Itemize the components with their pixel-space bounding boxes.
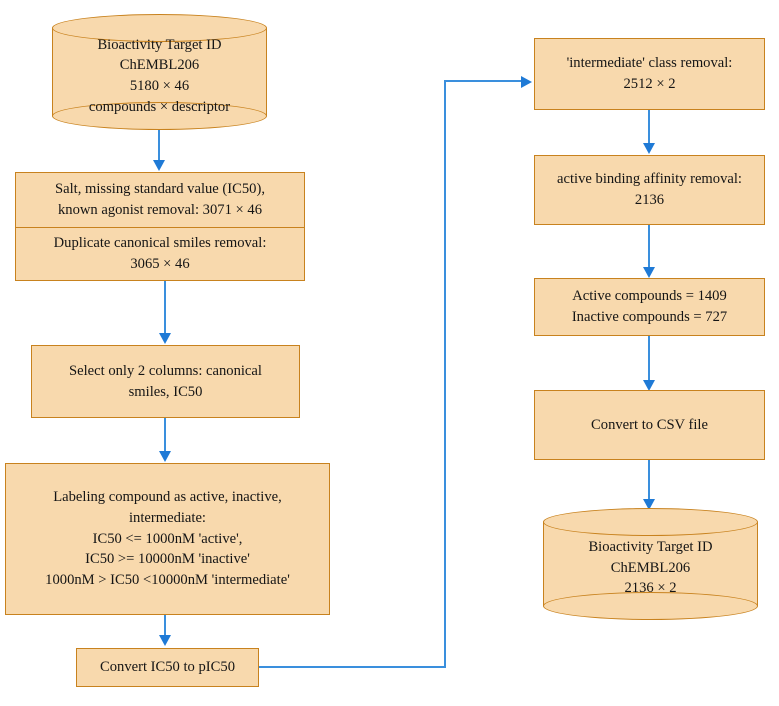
text-line: Active compounds = 1409 [572, 288, 727, 305]
arrowhead-select-to-labeling [158, 451, 171, 462]
text-line: Duplicate canonical smiles removal: [53, 235, 267, 252]
connector-source-to-salt [158, 130, 161, 160]
connector-select-to-labeling [164, 418, 167, 451]
arrowhead-labeling-to-convert [158, 635, 171, 646]
text-line: Select only 2 columns: canonical [69, 362, 262, 379]
arrowhead-source-to-salt [152, 160, 165, 171]
connector-duplicate-to-select [164, 281, 167, 333]
node-output-database: Bioactivity Target ID ChEMBL206 2136 × 2 [543, 508, 758, 620]
text-line: 'intermediate' class removal: [566, 55, 733, 72]
text-line: 2512 × 2 [623, 76, 676, 92]
node-select-columns: Select only 2 columns: canonical smiles,… [31, 345, 300, 418]
node-affinity-removal: active binding affinity removal: 2136 [534, 155, 765, 225]
node-convert-pic50: Convert IC50 to pIC50 [76, 648, 259, 687]
arrowhead-cross-to-intermediate [521, 75, 532, 88]
connector-intermediate-to-affinity [648, 110, 651, 143]
node-compound-counts: Active compounds = 1409 Inactive compoun… [534, 278, 765, 336]
arrowhead-duplicate-to-select [158, 333, 171, 344]
arrowhead-counts-to-csv [642, 380, 655, 391]
text-line: ChEMBL206 [119, 57, 200, 74]
connector-cross-horizontal-bottom [259, 666, 446, 669]
connector-labeling-to-convert [164, 615, 167, 635]
arrowhead-affinity-to-counts [642, 267, 655, 278]
connector-cross-horizontal-top [444, 80, 522, 83]
connector-affinity-to-counts [648, 225, 651, 267]
cylinder-top-ellipse [543, 508, 758, 536]
arrowhead-csv-to-output [642, 499, 655, 510]
cylinder-bottom-ellipse [543, 592, 758, 620]
text-line: Convert IC50 to pIC50 [100, 659, 235, 676]
node-salt-removal: Salt, missing standard value (IC50), kno… [15, 172, 305, 228]
text-line: Convert to CSV file [591, 416, 708, 433]
node-source-database-text: Bioactivity Target ID ChEMBL206 5180 × 4… [52, 14, 267, 130]
text-line: 3065 × 46 [130, 256, 190, 272]
cylinder-bottom-ellipse [52, 102, 267, 130]
text-line: compounds × descriptor [88, 98, 231, 115]
arrowhead-intermediate-to-affinity [642, 143, 655, 154]
text-line: intermediate: [129, 509, 206, 526]
text-line: Salt, missing standard value (IC50), [55, 181, 265, 198]
node-intermediate-removal: 'intermediate' class removal: 2512 × 2 [534, 38, 765, 110]
text-line: 2136 × 2 [624, 580, 677, 597]
text-line: smiles, IC50 [128, 383, 203, 400]
node-source-database: Bioactivity Target ID ChEMBL206 5180 × 4… [52, 14, 267, 130]
text-line: Labeling compound as active, inactive, [53, 489, 282, 506]
connector-counts-to-csv [648, 336, 651, 380]
node-convert-csv: Convert to CSV file [534, 390, 765, 460]
text-line: Inactive compounds = 727 [571, 309, 728, 325]
text-line: Bioactivity Target ID [97, 36, 222, 53]
connector-csv-to-output [648, 460, 651, 499]
text-line: Bioactivity Target ID [588, 538, 713, 555]
text-line: 5180 × 46 [129, 78, 190, 94]
text-line: IC50 <= 1000nM 'active', [92, 530, 243, 547]
text-line: ChEMBL206 [610, 559, 691, 576]
text-line: known agonist removal: 3071 × 46 [57, 202, 262, 218]
text-line: active binding affinity removal: [557, 171, 742, 188]
connector-cross-vertical [444, 80, 447, 668]
node-output-database-text: Bioactivity Target ID ChEMBL206 2136 × 2 [543, 508, 758, 620]
node-labeling: Labeling compound as active, inactive, i… [5, 463, 330, 615]
cylinder-top-ellipse [52, 14, 267, 42]
text-line: 1000nM > IC50 <10000nM 'intermediate' [45, 572, 290, 589]
text-line: IC50 >= 10000nM 'inactive' [85, 551, 250, 568]
node-duplicate-removal: Duplicate canonical smiles removal: 3065… [15, 228, 305, 281]
text-line: 2136 [634, 192, 665, 208]
